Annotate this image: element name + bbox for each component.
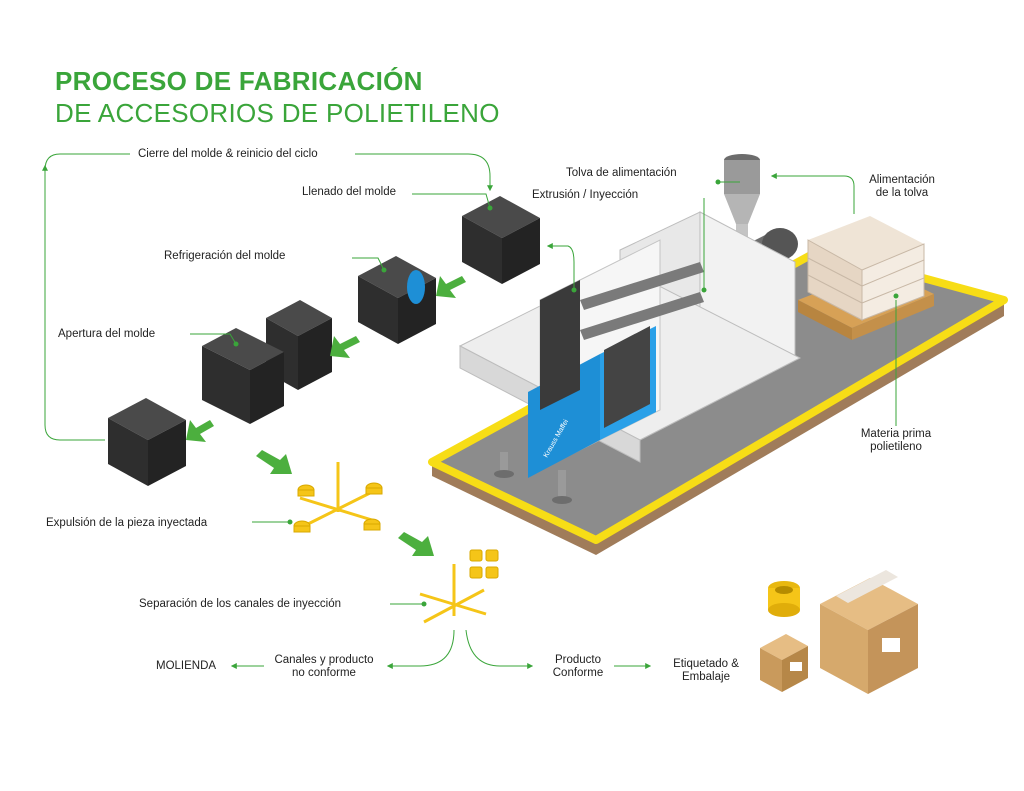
label-expulsion: Expulsión de la pieza inyectada [46, 517, 208, 529]
label-cierre: Cierre del molde & reinicio del ciclo [138, 148, 318, 160]
fitting-part-icon [293, 462, 383, 533]
box-icon [760, 570, 918, 694]
label-refrigeracion: Refrigeración del molde [164, 250, 286, 262]
label-etiquetado-line1: Etiquetado & [673, 658, 739, 670]
page-subtitle: DE ACCESORIOS DE POLIETILENO [55, 98, 500, 128]
label-producto: Producto Conforme [544, 654, 612, 680]
cycle-loop-line [44, 153, 130, 441]
page-title: PROCESO DE FABRICACIÓN [55, 66, 423, 96]
green-arrow-icon [186, 276, 466, 556]
label-separacion: Separación de los canales de inyección [139, 598, 342, 610]
injection-machine: Krauss Maffei [458, 211, 802, 504]
label-materia-line1: Materia prima [860, 428, 932, 440]
label-llenado: Llenado del molde [302, 186, 396, 198]
label-apertura: Apertura del molde [58, 328, 156, 340]
mold-block-icon [108, 196, 540, 486]
label-molienda: MOLIENDA [156, 660, 217, 672]
label-alimentacion-line1: Alimentación [869, 174, 935, 186]
label-producto-line1: Producto [554, 654, 602, 666]
label-canales-line1: Canales y producto [274, 654, 374, 666]
label-canales-line2: no conforme [292, 667, 356, 679]
label-etiquetado: Etiquetado & Embalaje [662, 658, 750, 684]
label-materia: Materia prima polietileno [850, 428, 942, 454]
label-tolva: Tolva de alimentación [566, 167, 677, 179]
runner-icon [419, 549, 499, 624]
label-etiquetado-line2: Embalaje [682, 671, 730, 683]
label-materia-line2: polietileno [870, 441, 922, 453]
label-extrusion: Extrusión / Inyección [532, 189, 639, 201]
pallet-icon [798, 216, 934, 340]
label-alimentacion: Alimentación de la tolva [856, 174, 948, 200]
label-producto-line2: Conforme [552, 667, 604, 679]
label-alimentacion-line2: de la tolva [875, 187, 929, 199]
label-canales: Canales y producto no conforme [266, 654, 382, 680]
